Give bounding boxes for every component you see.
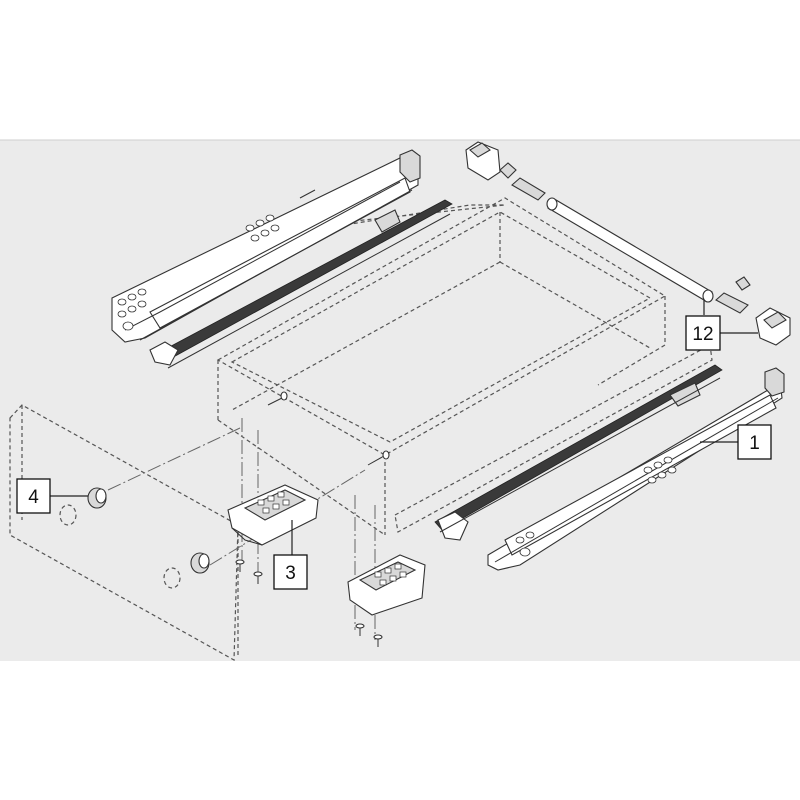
- screw: [253, 571, 263, 584]
- callout-3-label: 3: [285, 563, 296, 584]
- callout-1: 1: [700, 424, 772, 460]
- front-fixing-dowels: [59, 487, 210, 589]
- screw: [267, 391, 288, 406]
- synchronisation-rod: [465, 141, 791, 346]
- callout-12: 12: [685, 300, 758, 351]
- right-rack: [434, 364, 723, 541]
- dowel-upper: [59, 487, 107, 526]
- drawer-front-panel: [9, 404, 239, 662]
- dowel-lower: [163, 552, 210, 589]
- callout-3: 3: [273, 520, 308, 590]
- callout-4: 4: [16, 478, 88, 514]
- callout-1-label: 1: [749, 433, 760, 454]
- callout-3-box: [273, 554, 308, 590]
- right-runner: [487, 367, 785, 571]
- locking-device-left: [227, 484, 319, 546]
- callout-12-label: 12: [692, 324, 713, 345]
- callout-1-box: [737, 424, 772, 460]
- screw: [373, 634, 383, 647]
- screw: [367, 450, 390, 466]
- screws: [235, 391, 390, 647]
- screw: [235, 559, 245, 572]
- locking-device-right: [347, 554, 426, 616]
- callout-4-box: [16, 478, 51, 514]
- callout-12-box: [685, 315, 721, 351]
- callout-4-label: 4: [28, 487, 39, 508]
- left-rack: [149, 199, 453, 369]
- left-runner: [111, 149, 421, 343]
- screw: [355, 623, 365, 636]
